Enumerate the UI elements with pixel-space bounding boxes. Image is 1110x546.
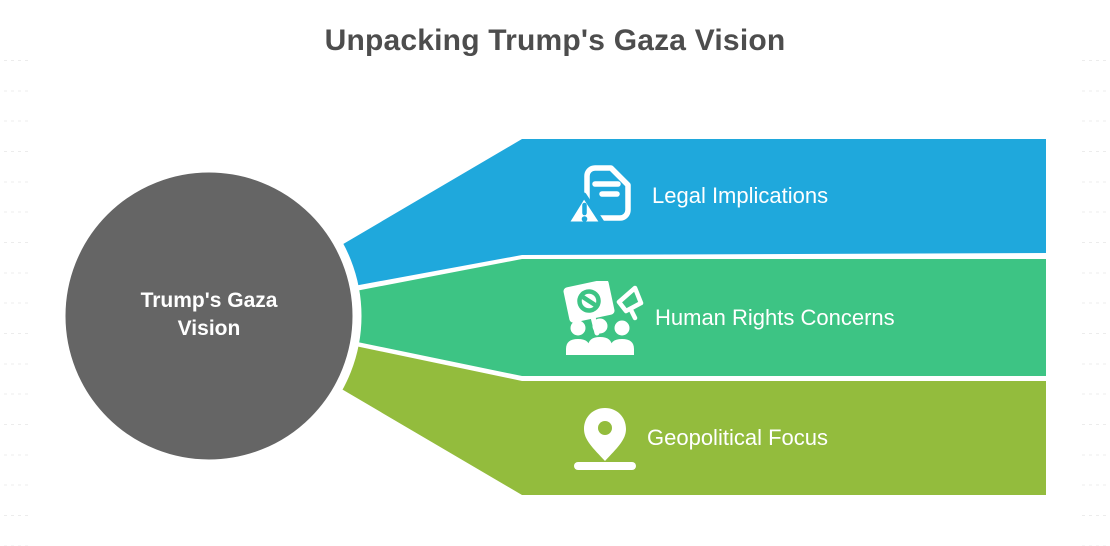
prohibition-circle <box>577 288 601 313</box>
pin-base-bar <box>574 462 636 470</box>
megaphone-handle <box>628 307 638 320</box>
branch-human-rights-label: Human Rights Concerns <box>655 304 895 330</box>
megaphone <box>616 285 644 313</box>
warning-exclamation-dot <box>581 216 588 222</box>
center-node-label: Trump's Gaza Vision <box>140 289 278 340</box>
branch-legal-shape <box>333 139 1046 288</box>
person-body-middle <box>588 336 612 355</box>
document-alert-icon <box>565 165 631 227</box>
branch-human-rights: Human Rights Concerns <box>563 259 895 376</box>
person-head-middle <box>592 318 608 333</box>
branch-legal-label: Legal Implications <box>652 183 829 208</box>
person-head-right <box>614 320 630 335</box>
placard <box>563 280 615 323</box>
protest-crowd-icon <box>563 280 644 355</box>
prohibition-slash <box>579 293 599 308</box>
branch-geopolitical-label: Geopolitical Focus <box>647 425 828 450</box>
branch-geopolitical-shape <box>333 343 1046 495</box>
branch-human-rights-shape <box>338 259 1046 376</box>
pin-hole <box>598 421 612 435</box>
background-gridlines-right <box>1078 60 1110 546</box>
page-title: Unpacking Trump's Gaza Vision <box>324 24 786 57</box>
background-gridlines-left <box>0 60 28 546</box>
person-body-left <box>566 338 590 355</box>
location-pin-icon <box>574 408 636 470</box>
person-body-right <box>610 338 634 355</box>
branch-legal: Legal Implications <box>565 139 828 253</box>
branch-geopolitical: Geopolitical Focus <box>573 381 828 495</box>
center-node-circle <box>56 163 362 469</box>
person-head-left <box>570 320 586 335</box>
